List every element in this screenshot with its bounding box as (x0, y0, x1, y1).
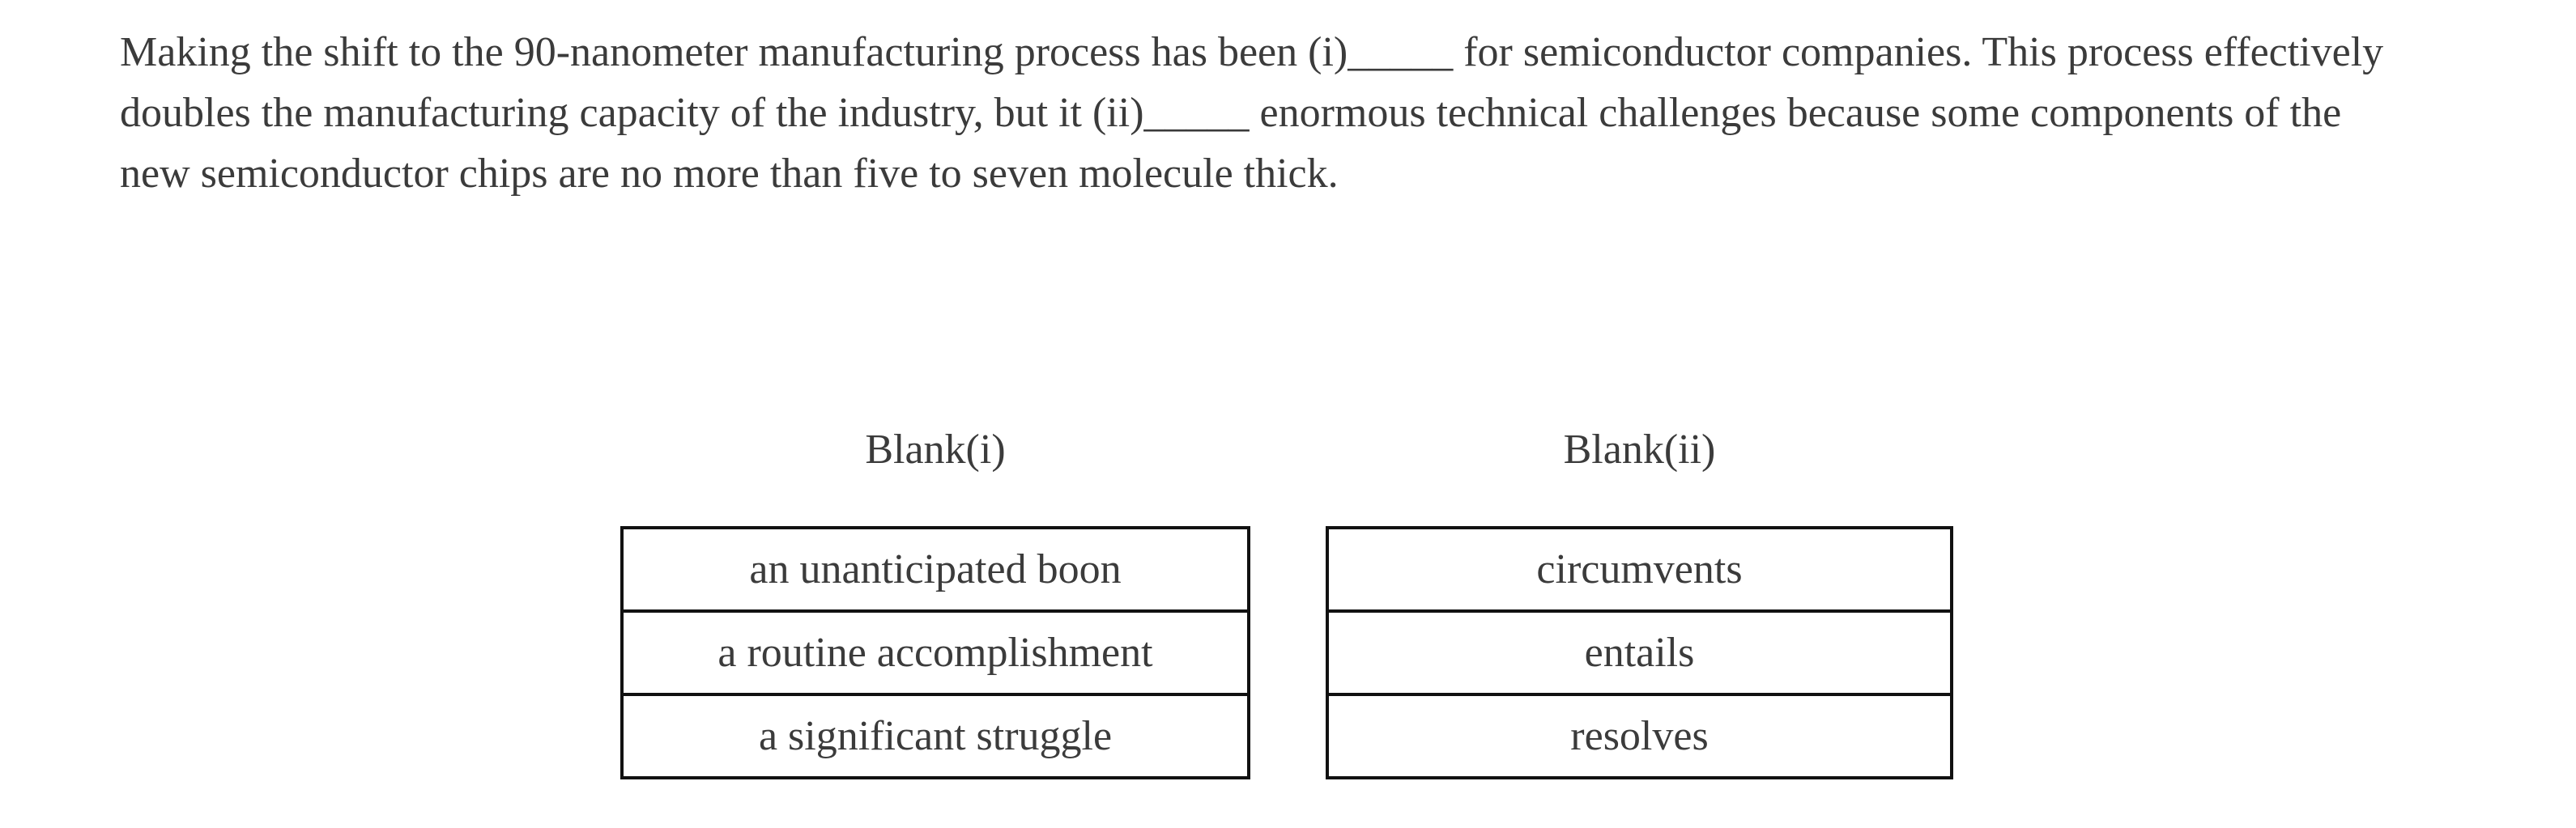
option-cell-blank-i-2[interactable]: a routine accomplishment (624, 609, 1247, 693)
passage-line: new semiconductor chips are no more than… (120, 151, 1339, 197)
blank-ii-options-table: circumvents entails resolves (1326, 526, 1953, 779)
option-cell-blank-i-3[interactable]: a significant struggle (624, 693, 1247, 776)
question-passage: Making the shift to the 90-nanometer man… (120, 22, 2383, 204)
blank-i-options-table: an unanticipated boon a routine accompli… (620, 526, 1250, 779)
option-cell-blank-ii-3[interactable]: resolves (1329, 693, 1950, 776)
option-cell-blank-ii-1[interactable]: circumvents (1329, 529, 1950, 609)
blank-i-label: Blank(i) (865, 427, 1006, 473)
passage-line: Making the shift to the 90-nanometer man… (120, 29, 2384, 75)
passage-line: doubles the manufacturing capacity of th… (120, 90, 2342, 136)
blank-ii-label: Blank(ii) (1563, 427, 1716, 473)
option-cell-blank-i-1[interactable]: an unanticipated boon (624, 529, 1247, 609)
option-cell-blank-ii-2[interactable]: entails (1329, 609, 1950, 693)
